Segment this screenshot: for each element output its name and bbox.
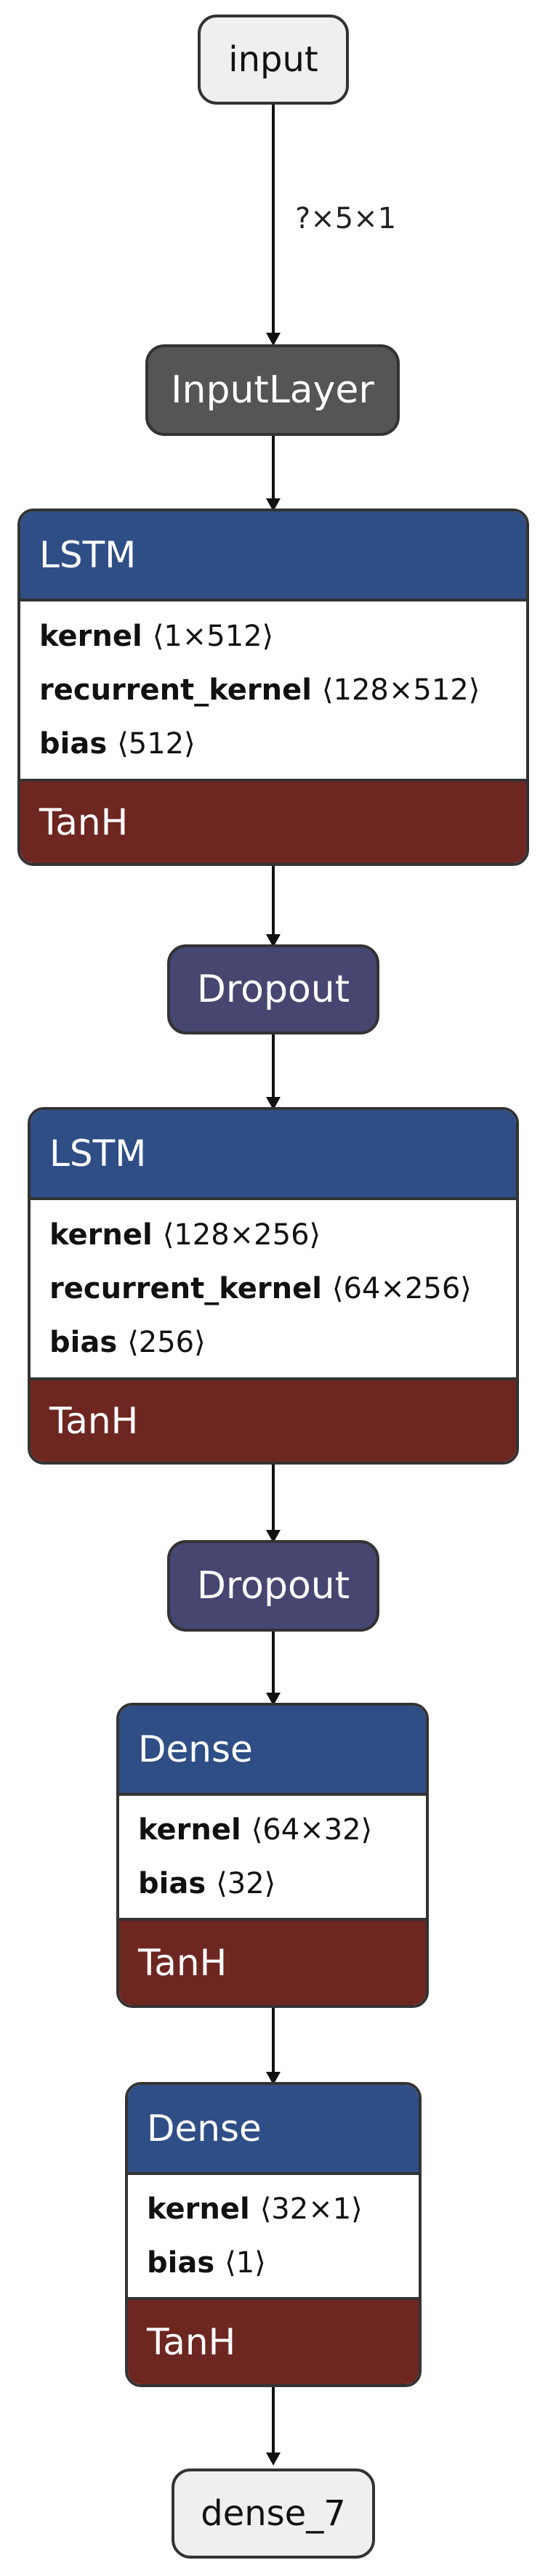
input-node[interactable]: input bbox=[198, 15, 349, 105]
arrowhead-icon bbox=[266, 1097, 281, 1110]
lstm-layer-2[interactable]: LSTM kernel⟨128×256⟩ recurrent_kernel⟨64… bbox=[28, 1107, 519, 1465]
arrowhead-icon bbox=[266, 498, 281, 511]
dense-1-attr-bias: bias⟨32⟩ bbox=[138, 1867, 276, 1900]
dense-1-attr-kernel: kernel⟨64×32⟩ bbox=[138, 1813, 373, 1847]
dropout-node-1[interactable]: Dropout bbox=[167, 944, 379, 1034]
lstm-2-title: LSTM bbox=[31, 1110, 516, 1197]
dense-layer-2[interactable]: Dense kernel⟨32×1⟩ bias⟨1⟩ TanH bbox=[125, 2082, 422, 2387]
lstm-2-attr-bias: bias⟨256⟩ bbox=[49, 1326, 206, 1359]
dense-1-activation: TanH bbox=[119, 1921, 426, 2005]
lstm-1-title: LSTM bbox=[20, 511, 526, 599]
input-layer-label: InputLayer bbox=[171, 368, 374, 412]
arrowhead-icon bbox=[266, 2453, 281, 2466]
dropout-node-2[interactable]: Dropout bbox=[167, 1540, 379, 1632]
arrowhead-icon bbox=[266, 1530, 281, 1543]
input-layer-node[interactable]: InputLayer bbox=[145, 344, 400, 436]
output-node-label: dense_7 bbox=[201, 2493, 346, 2534]
lstm-layer-1[interactable]: LSTM kernel⟨1×512⟩ recurrent_kernel⟨128×… bbox=[17, 509, 529, 866]
lstm-2-attributes: kernel⟨128×256⟩ recurrent_kernel⟨64×256⟩… bbox=[31, 1197, 516, 1380]
input-node-label: input bbox=[228, 39, 318, 80]
dropout-2-label: Dropout bbox=[196, 1564, 350, 1608]
lstm-1-attributes: kernel⟨1×512⟩ recurrent_kernel⟨128×512⟩ … bbox=[20, 599, 526, 782]
dense-2-attr-bias: bias⟨1⟩ bbox=[147, 2246, 266, 2280]
lstm-2-attr-kernel: kernel⟨128×256⟩ bbox=[49, 1218, 321, 1252]
arrowhead-icon bbox=[266, 934, 281, 947]
dense-1-attributes: kernel⟨64×32⟩ bias⟨32⟩ bbox=[119, 1793, 426, 1921]
lstm-1-attr-recurrent-kernel: recurrent_kernel⟨128×512⟩ bbox=[39, 673, 480, 707]
output-node[interactable]: dense_7 bbox=[172, 2468, 375, 2559]
lstm-1-activation: TanH bbox=[20, 782, 526, 863]
arrowhead-icon bbox=[266, 2072, 281, 2085]
dense-1-title: Dense bbox=[119, 1706, 426, 1793]
dropout-1-label: Dropout bbox=[196, 968, 350, 1011]
arrowhead-icon bbox=[266, 333, 281, 346]
lstm-1-attr-bias: bias⟨512⟩ bbox=[39, 727, 196, 761]
lstm-1-attr-kernel: kernel⟨1×512⟩ bbox=[39, 620, 274, 653]
dense-2-attributes: kernel⟨32×1⟩ bias⟨1⟩ bbox=[128, 2172, 419, 2300]
dense-2-attr-kernel: kernel⟨32×1⟩ bbox=[147, 2192, 363, 2226]
dense-layer-1[interactable]: Dense kernel⟨64×32⟩ bias⟨32⟩ TanH bbox=[116, 1703, 429, 2008]
arrowhead-icon bbox=[266, 1693, 281, 1706]
dense-2-activation: TanH bbox=[128, 2300, 419, 2384]
input-shape-label: ?×5×1 bbox=[295, 202, 397, 235]
lstm-2-attr-recurrent-kernel: recurrent_kernel⟨64×256⟩ bbox=[49, 1272, 472, 1305]
lstm-2-activation: TanH bbox=[31, 1380, 516, 1462]
dense-2-title: Dense bbox=[128, 2085, 419, 2172]
